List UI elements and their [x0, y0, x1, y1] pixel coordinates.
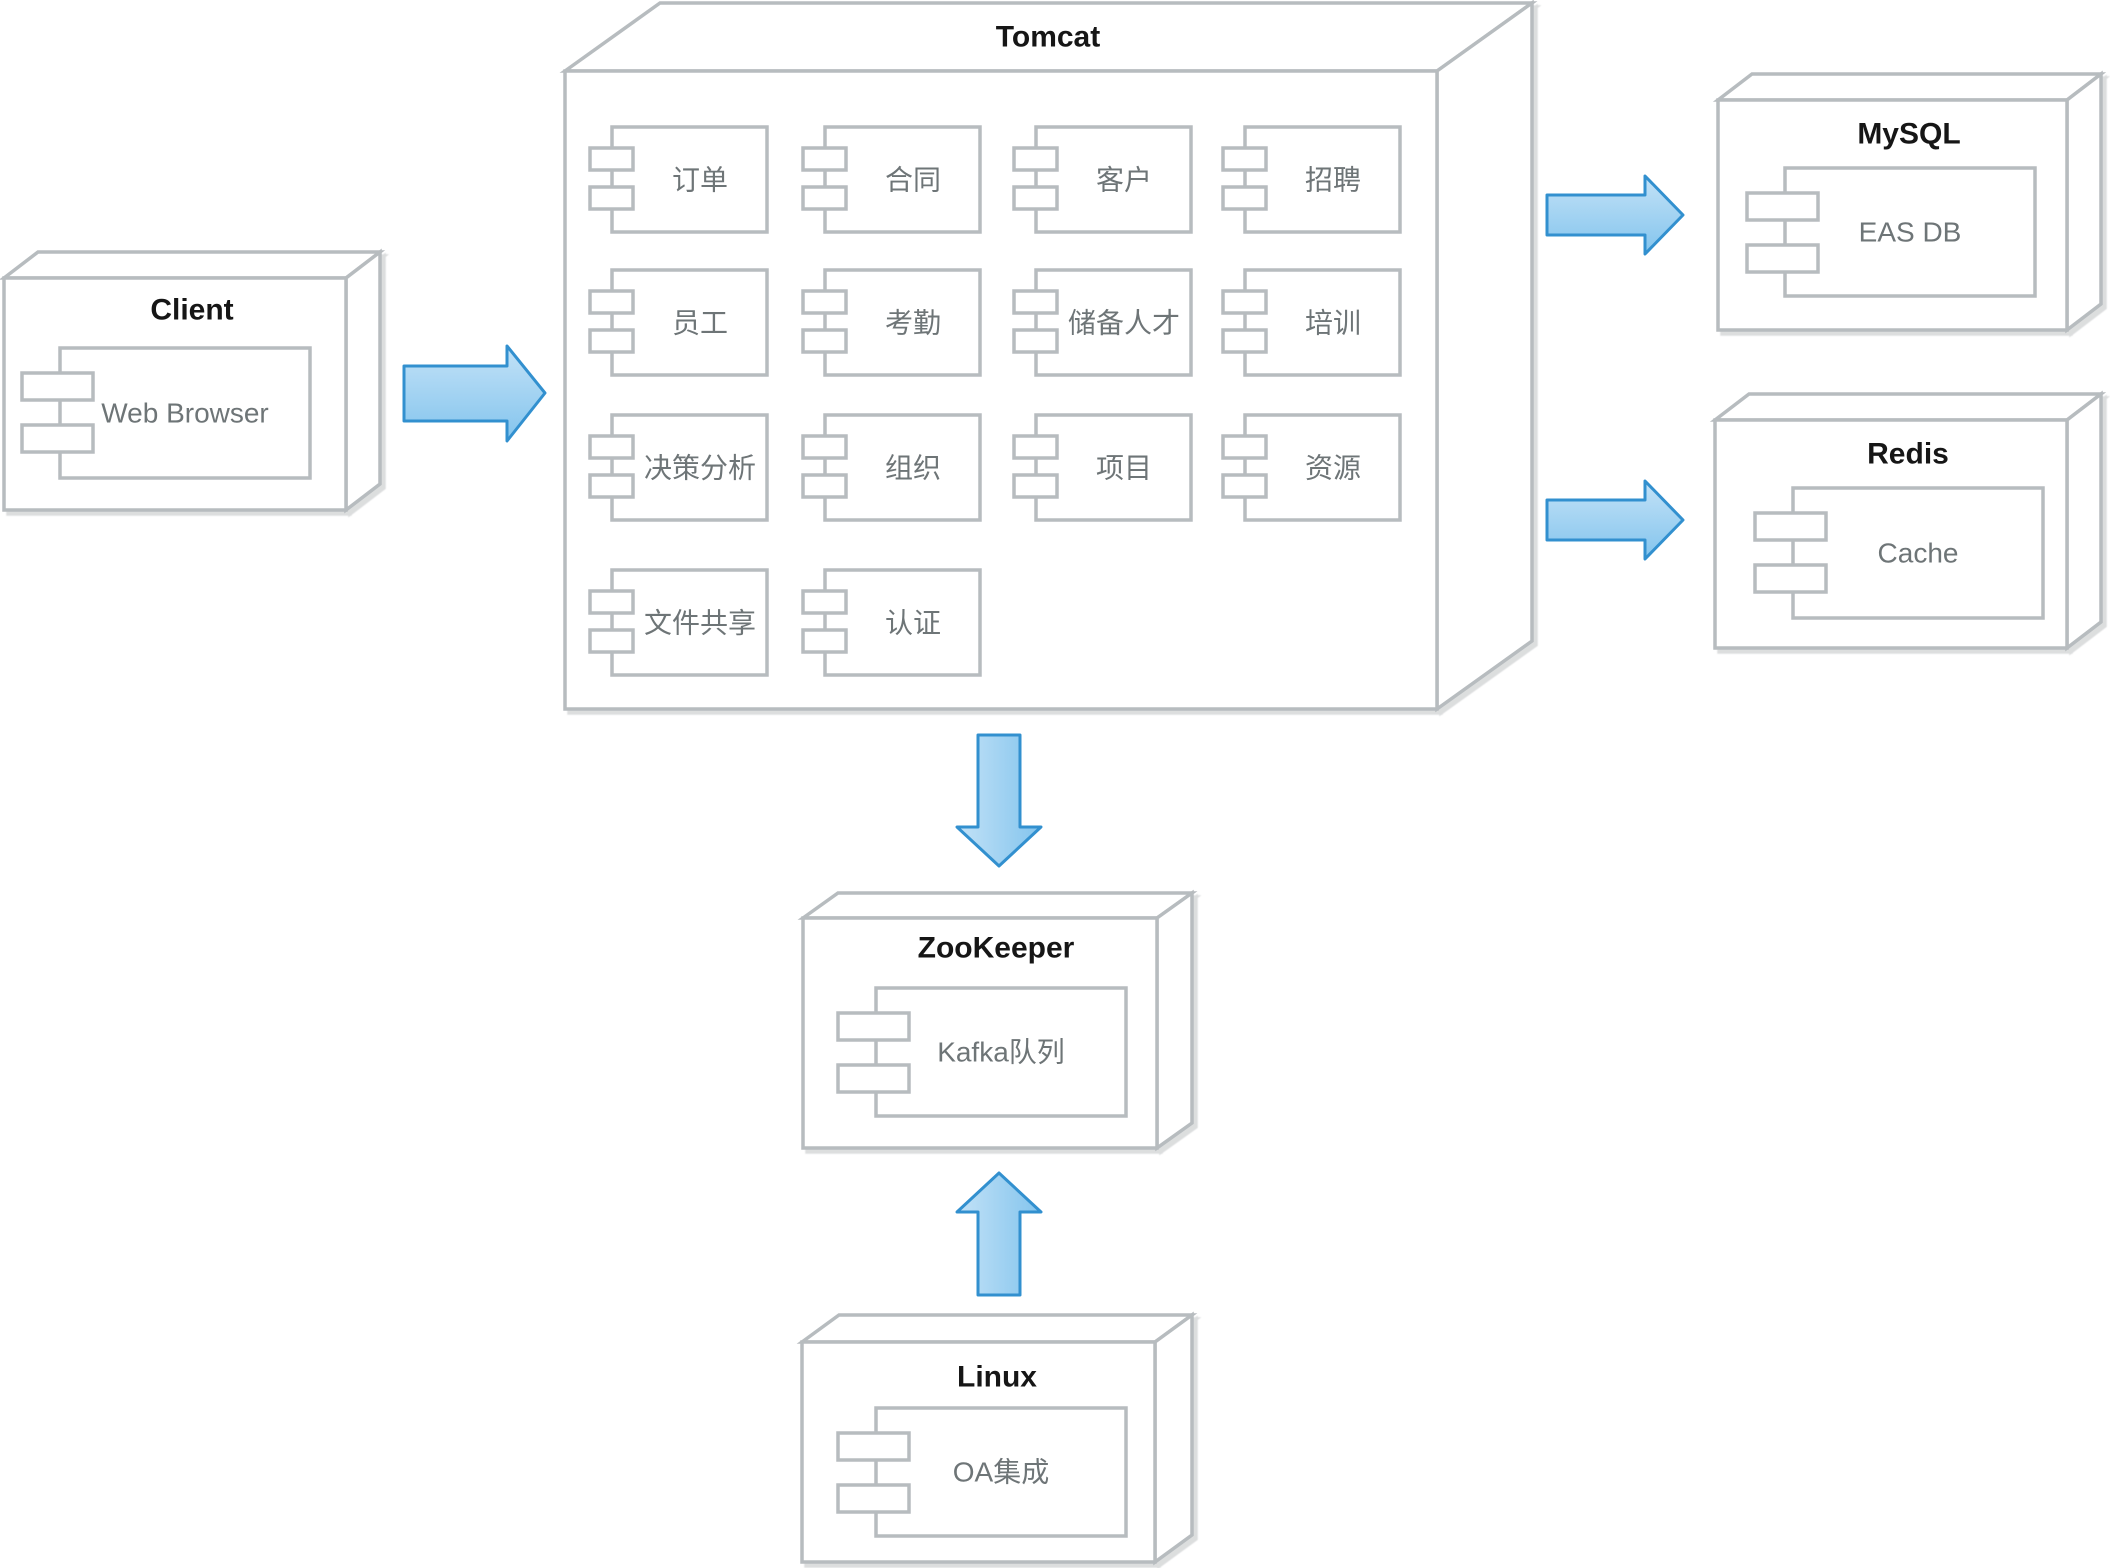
eas-db-label: EAS DB [1859, 217, 1962, 248]
component-label: 订单 [672, 165, 728, 196]
component-box [1034, 268, 1193, 377]
oa-integration-box [874, 1406, 1128, 1538]
tomcat-component: 文件共享 [588, 568, 769, 677]
component-label: 招聘 [1305, 165, 1361, 196]
web-browser-box [58, 346, 312, 480]
component-label: 培训 [1305, 308, 1361, 339]
component-label: 认证 [885, 608, 941, 639]
component-kafka-queue: Kafka队列 [836, 986, 1128, 1118]
component-label: 储备人才 [1068, 308, 1180, 339]
node-zookeeper: ZooKeeper Kafka队列 [797, 889, 1198, 1152]
tomcat-component: 决策分析 [588, 413, 769, 522]
node-tomcat: Tomcat 订单 合同 客户 招聘 员工 [559, 0, 1538, 713]
component-box [610, 268, 769, 377]
zookeeper-title: ZooKeeper [918, 932, 1075, 965]
component-label: 项目 [1096, 453, 1152, 484]
redis-title: Redis [1867, 438, 1949, 471]
component-box [1034, 413, 1193, 522]
client-title: Client [150, 294, 233, 327]
component-box [610, 568, 769, 677]
tomcat-component: 储备人才 [1012, 268, 1193, 377]
component-label: 决策分析 [644, 453, 756, 484]
tomcat-component: 认证 [801, 568, 982, 677]
arrow-linux-to-zookeeper [955, 1171, 1043, 1297]
tomcat-component: 组织 [801, 413, 982, 522]
zookeeper-side-face [1155, 889, 1194, 1152]
arrow-tomcat-to-mysql [1545, 174, 1685, 256]
linux-side-face [1153, 1311, 1194, 1566]
component-box [1243, 413, 1402, 522]
component-box [610, 125, 769, 234]
tomcat-component: 考勤 [801, 268, 982, 377]
tomcat-title: Tomcat [996, 21, 1100, 54]
tomcat-component: 招聘 [1221, 125, 1402, 234]
mysql-top-face [1712, 72, 2107, 102]
component-box [1243, 268, 1402, 377]
component-label: 文件共享 [644, 608, 756, 639]
component-box [823, 268, 982, 377]
arrow-tomcat-to-redis [1545, 479, 1685, 561]
tomcat-component: 员工 [588, 268, 769, 377]
node-mysql: MySQL EAS DB [1712, 70, 2107, 334]
node-linux: Linux OA集成 [796, 1311, 1198, 1566]
kafka-queue-label: Kafka队列 [937, 1037, 1065, 1068]
component-box [823, 125, 982, 234]
node-client: Client Web Browser [0, 248, 386, 514]
tomcat-component: 客户 [1012, 125, 1193, 234]
tomcat-component: 资源 [1221, 413, 1402, 522]
zookeeper-top-face [797, 891, 1198, 920]
redis-top-face [1709, 392, 2107, 422]
tomcat-component: 项目 [1012, 413, 1193, 522]
cache-label: Cache [1878, 538, 1959, 569]
redis-side-face [2065, 390, 2103, 652]
component-box [610, 413, 769, 522]
tomcat-component: 合同 [801, 125, 982, 234]
mysql-side-face [2065, 70, 2103, 334]
component-label: 资源 [1305, 453, 1361, 484]
component-cache: Cache [1753, 486, 2045, 620]
component-label: 组织 [885, 453, 941, 484]
component-web-browser: Web Browser [20, 346, 312, 480]
component-eas-db: EAS DB [1745, 166, 2037, 298]
component-label: 员工 [672, 308, 728, 339]
component-label: 考勤 [885, 308, 941, 339]
arrow-tomcat-to-zookeeper [955, 733, 1043, 868]
component-oa-integration: OA集成 [836, 1406, 1128, 1538]
eas-db-box [1783, 166, 2037, 298]
arrow-client-to-tomcat [402, 344, 547, 443]
web-browser-label: Web Browser [101, 398, 269, 429]
mysql-title: MySQL [1857, 118, 1960, 151]
linux-title: Linux [957, 1361, 1037, 1394]
client-top-face [0, 250, 386, 280]
oa-integration-label: OA集成 [953, 1457, 1049, 1488]
cache-box [1791, 486, 2045, 620]
node-redis: Redis Cache [1709, 390, 2107, 652]
component-box [1243, 125, 1402, 234]
client-side-face [344, 248, 382, 514]
component-box [1034, 125, 1193, 234]
tomcat-component: 订单 [588, 125, 769, 234]
linux-top-face [796, 1313, 1198, 1344]
tomcat-side-face [1435, 0, 1534, 713]
component-box [823, 568, 982, 677]
tomcat-component: 培训 [1221, 268, 1402, 377]
component-label: 合同 [885, 165, 941, 196]
component-label: 客户 [1096, 165, 1152, 196]
component-box [823, 413, 982, 522]
kafka-queue-box [874, 986, 1128, 1118]
